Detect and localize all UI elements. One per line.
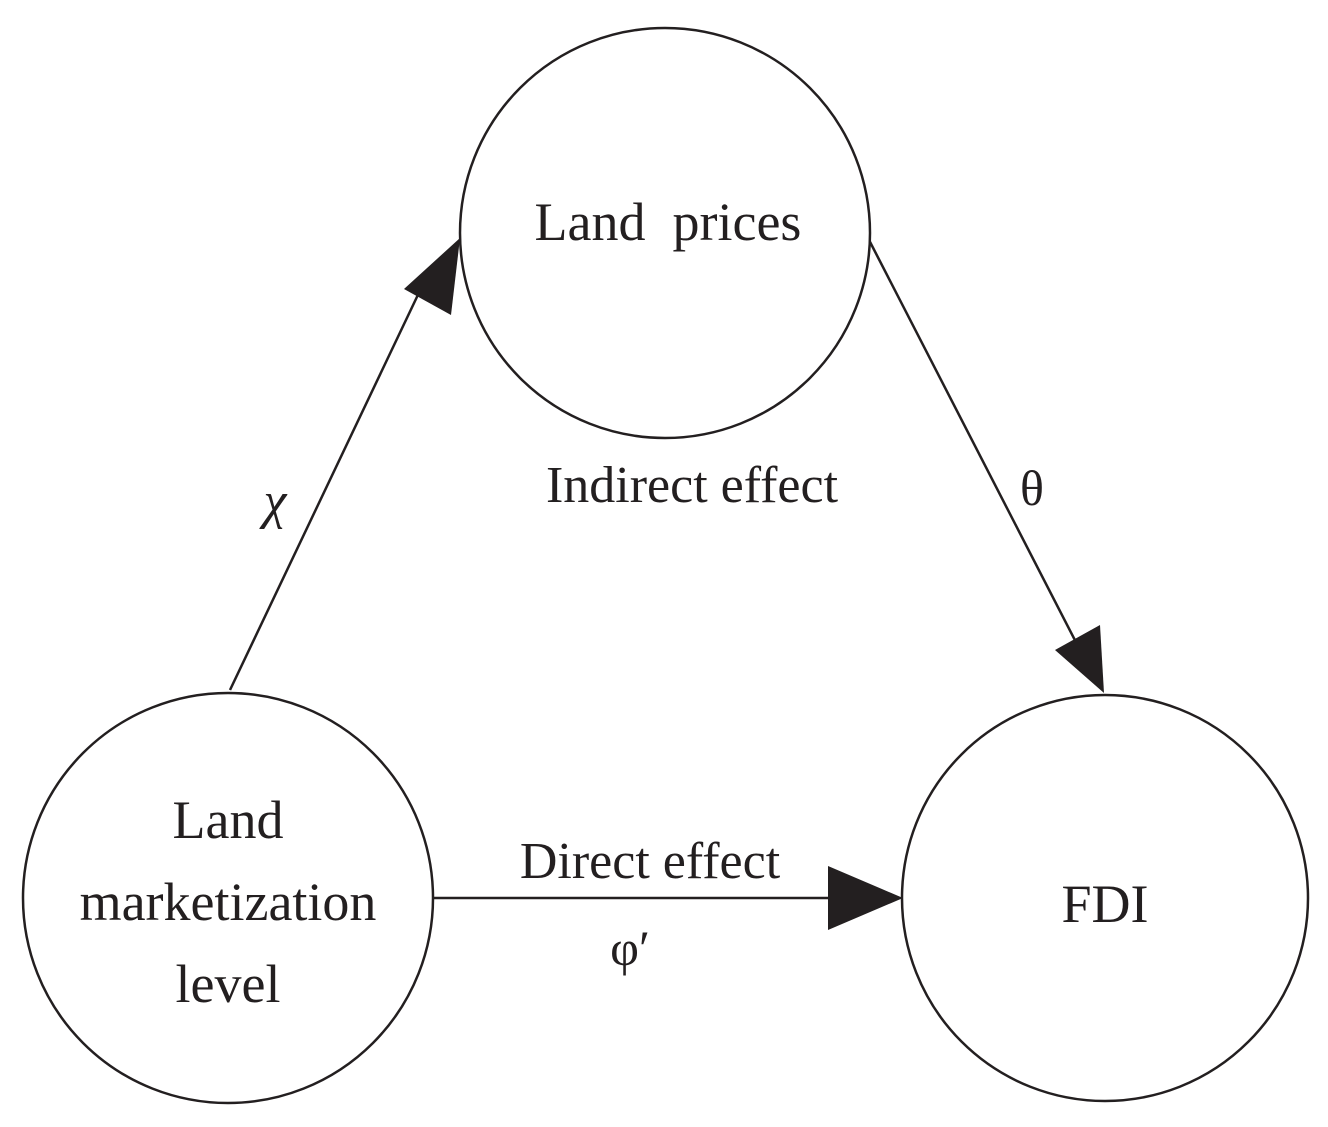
direct-effect-label: Direct effect: [520, 833, 781, 890]
arrow-head-to-fdi: [1055, 625, 1104, 693]
node-land-marketization-line-1: Land: [173, 790, 284, 850]
edge-prices-to-fdi: [866, 237, 1104, 693]
node-land-marketization-line-2: marketization: [80, 872, 377, 932]
node-fdi-label: FDI: [1061, 874, 1148, 934]
edge-market-to-fdi: [430, 866, 903, 930]
arrow-head-to-prices: [404, 238, 460, 315]
node-land-marketization-circle: [21, 691, 435, 1105]
node-fdi: FDI: [900, 693, 1310, 1103]
arrow-head-direct: [828, 866, 903, 930]
edge-market-to-prices: [228, 238, 460, 691]
edge-market-to-prices-line: [228, 279, 427, 691]
indirect-effect-label: Indirect effect: [546, 457, 839, 514]
node-land-prices-circle: [458, 26, 872, 440]
coefficient-chi: χ: [259, 473, 288, 530]
node-land-marketization-line-3: level: [176, 954, 281, 1014]
node-land-prices: Land prices: [458, 26, 872, 440]
node-land-prices-label: Land prices: [535, 192, 802, 252]
coefficient-phi: φ′: [610, 920, 650, 976]
node-fdi-circle: [900, 693, 1310, 1103]
coefficient-theta: θ: [1020, 460, 1044, 516]
edge-prices-to-fdi-line: [866, 237, 1082, 651]
node-land-marketization: Land marketization level: [21, 691, 435, 1105]
